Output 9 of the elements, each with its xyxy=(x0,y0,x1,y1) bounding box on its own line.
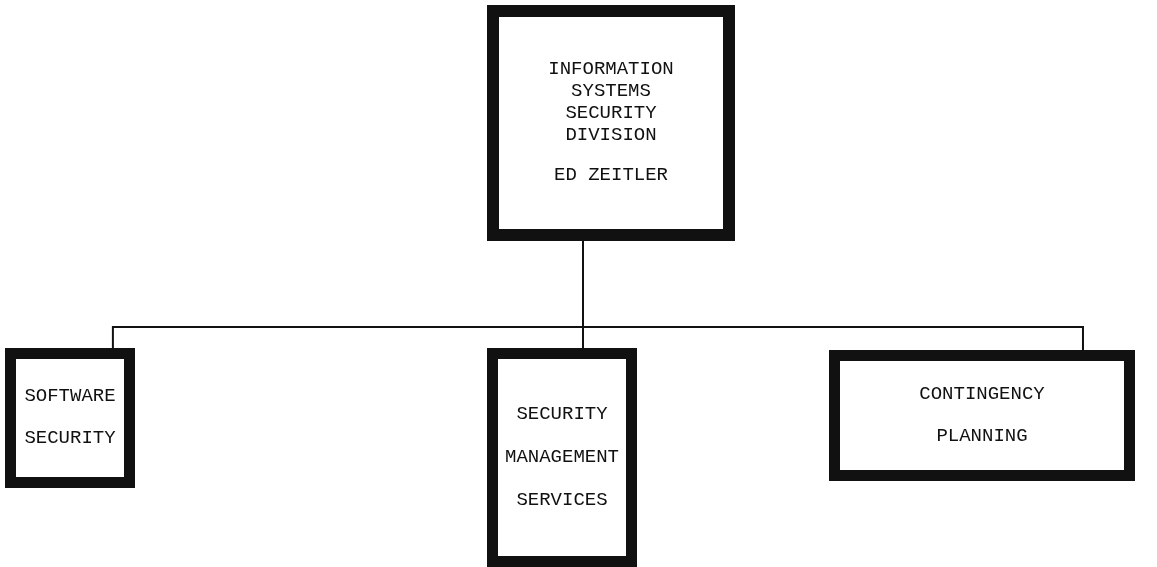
unit-name: SECURITY MANAGEMENT SERVICES xyxy=(505,402,619,513)
org-box xyxy=(5,348,135,488)
person-name: ED ZEITLER xyxy=(553,164,669,187)
org-box xyxy=(487,348,637,567)
unit-name: SOFTWARE SECURITY xyxy=(24,384,116,451)
unit-name: INFORMATION SYSTEMS SECURITY DIVISION xyxy=(547,59,675,147)
org-box xyxy=(487,5,735,241)
unit-name: CONTINGENCY PLANNING xyxy=(919,381,1045,449)
org-box xyxy=(829,350,1135,481)
